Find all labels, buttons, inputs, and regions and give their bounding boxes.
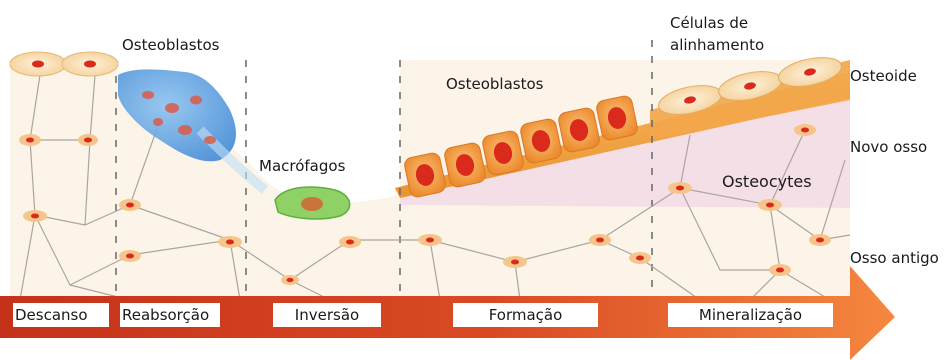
macrophage-cell	[275, 187, 350, 219]
label-osteoblastos-mid: Osteoblastos	[446, 74, 543, 94]
stage-reabsorcao: Reabsorção	[120, 303, 220, 327]
label-osteoide: Osteoide	[850, 66, 917, 86]
label-osso-antigo: Osso antigo	[850, 248, 939, 268]
stage-mineralizacao: Mineralização	[668, 303, 833, 327]
stage-formacao: Formação	[453, 303, 598, 327]
label-osteoblastos-top: Osteoblastos	[122, 35, 219, 55]
label-osteocytes: Osteocytes	[722, 172, 812, 192]
stage-inversao: Inversão	[273, 303, 381, 327]
label-celulas-line2: alinhamento	[670, 35, 764, 55]
label-novo-osso: Novo osso	[850, 137, 927, 157]
label-celulas-line1: Células de	[670, 13, 748, 33]
label-macrofagos: Macrófagos	[259, 156, 345, 176]
stage-descanso: Descanso	[13, 303, 109, 327]
